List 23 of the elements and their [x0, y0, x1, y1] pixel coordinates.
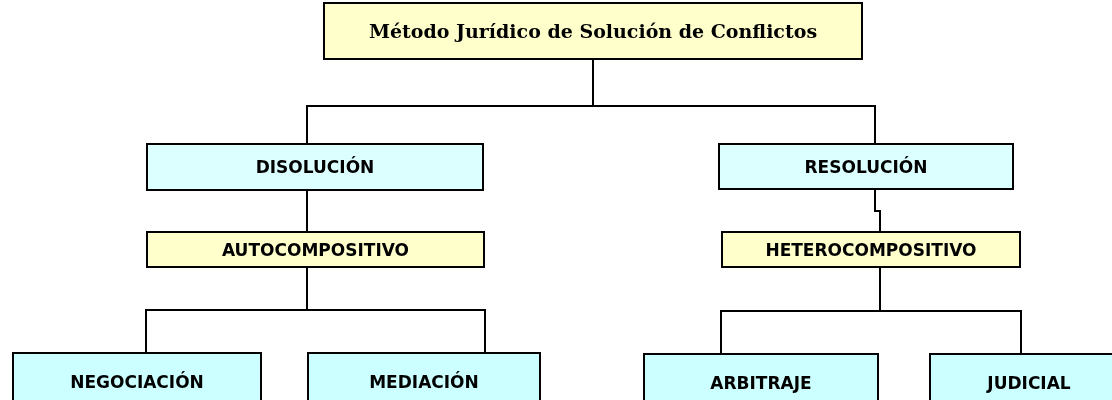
- box-label: JUDICIAL: [987, 373, 1071, 393]
- category-box: [307, 352, 541, 400]
- box-label: NEGOCIACIÓN: [70, 372, 204, 392]
- category-box: [718, 143, 1014, 190]
- connector-line: [879, 267, 1022, 354]
- title-box: [323, 2, 863, 60]
- box-label: RESOLUCIÓN: [804, 156, 928, 177]
- box-label: AUTOCOMPOSITIVO: [221, 239, 409, 260]
- category-box: [929, 353, 1112, 400]
- box-label: HETEROCOMPOSITIVO: [765, 239, 977, 260]
- category-box: [12, 352, 262, 400]
- connector-line: [306, 267, 486, 353]
- box-label: Método Jurídico de Solución de Conflictos: [368, 20, 818, 42]
- category-box: [643, 353, 879, 400]
- box-label: ARBITRAJE: [710, 373, 812, 393]
- connector-line: [592, 59, 876, 144]
- connector-line: [306, 190, 308, 232]
- category-box: [146, 231, 485, 268]
- category-box: [146, 143, 484, 191]
- box-label: MEDIACIÓN: [369, 372, 479, 392]
- connector-line: [874, 189, 881, 232]
- category-box: [721, 231, 1021, 268]
- box-label: DISOLUCIÓN: [255, 157, 375, 177]
